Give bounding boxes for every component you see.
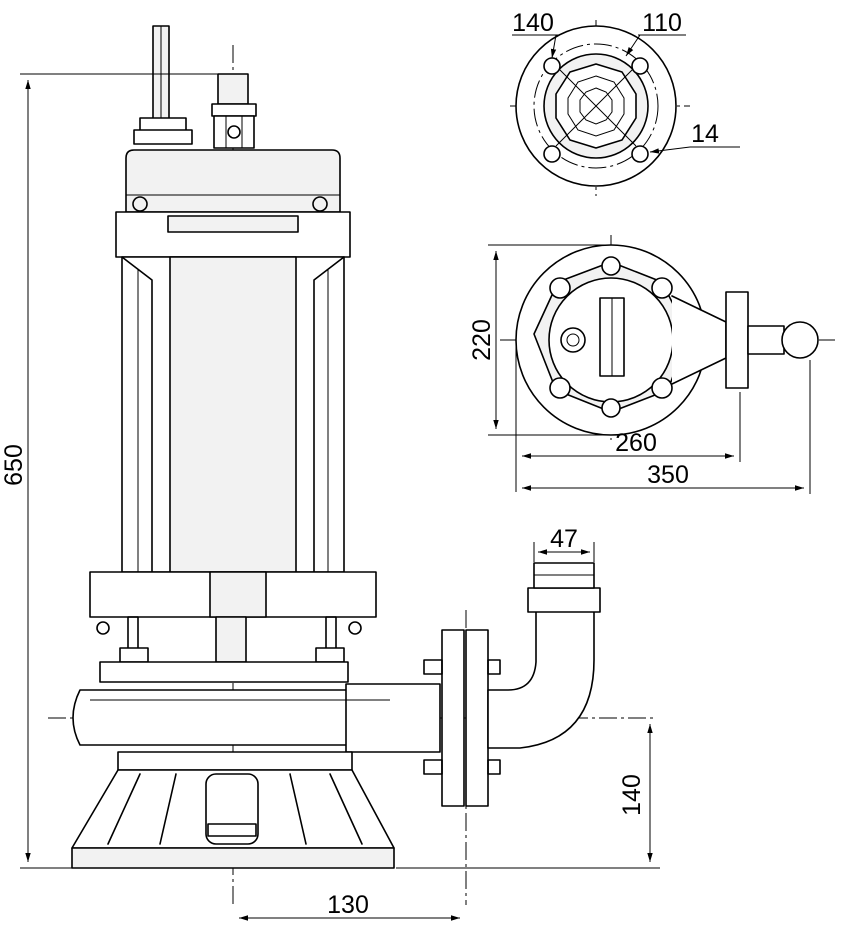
dim-overall-width: 350	[522, 360, 811, 494]
pump-top-view	[500, 235, 835, 440]
flange-pcd-circle	[533, 43, 659, 169]
motor-housing	[121, 256, 345, 573]
cable-gland	[133, 25, 193, 145]
motor-top-cover	[125, 149, 341, 213]
pump-volute	[72, 661, 441, 753]
dim-outlet-height: 140	[396, 724, 660, 869]
bolt-hole-4	[631, 145, 649, 163]
bolt-hole-3	[543, 145, 561, 163]
dim-overall-height: 650	[0, 73, 230, 869]
dim-bolt-hole: 14	[649, 120, 740, 154]
dim-flange-outer: 140	[512, 9, 560, 59]
flange-outer-label: 140	[512, 9, 554, 37]
dim-hose-diameter: 47	[533, 525, 595, 562]
flange-end-view	[510, 20, 690, 196]
outlet-height-label: 140	[618, 774, 646, 816]
lifting-eye	[211, 73, 257, 149]
flange-pcd-label: 110	[642, 9, 682, 37]
cable-gland-top	[560, 327, 586, 353]
dim-flange-pcd: 110	[625, 9, 686, 57]
dim-footprint-depth: 220	[468, 244, 611, 436]
lower-motor-flange	[89, 571, 377, 635]
tie-bolts	[119, 616, 345, 663]
outlet-offset-label: 130	[327, 891, 369, 919]
footprint-width-label: 260	[615, 429, 657, 457]
hose-elbow	[487, 562, 601, 749]
bolt-hole-2	[631, 57, 649, 75]
overall-height-label: 650	[0, 444, 28, 486]
discharge-pipe-top	[671, 295, 727, 385]
bolt-hole-1	[543, 57, 561, 75]
bolt-hole-label: 14	[691, 120, 719, 148]
footprint-depth-label: 220	[468, 319, 496, 361]
pump-base-stand	[71, 751, 395, 869]
overall-width-label: 350	[647, 461, 689, 489]
dim-outlet-offset: 130	[239, 891, 460, 921]
pump-side-view	[48, 25, 655, 905]
hose-diameter-label: 47	[550, 525, 578, 553]
upper-flange-band	[115, 196, 351, 258]
dim-footprint-width: 260	[515, 340, 741, 492]
